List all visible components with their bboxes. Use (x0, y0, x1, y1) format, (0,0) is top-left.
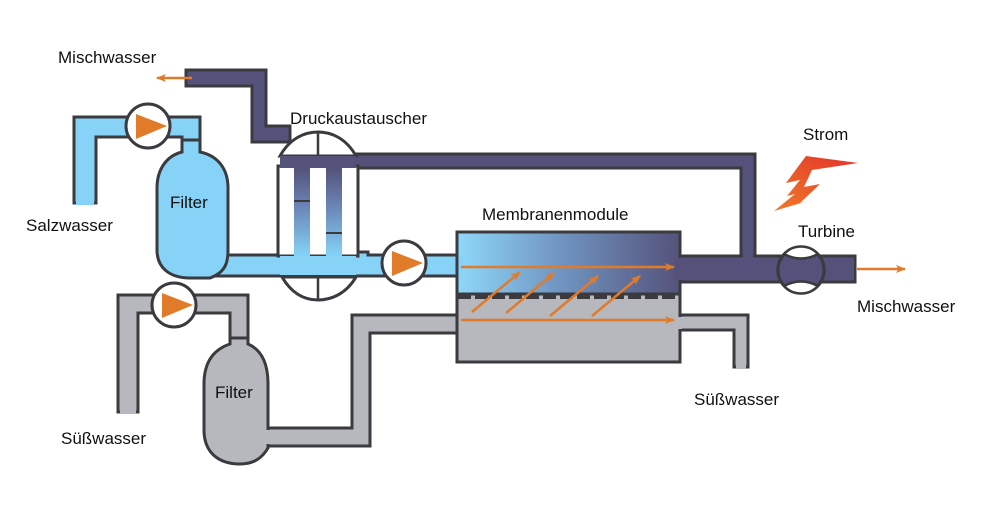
mixed-water-outlet-pipe (184, 68, 292, 144)
osmosis-arrow-1 (471, 271, 521, 313)
exchanger-tube-2 (326, 168, 342, 256)
label-salzwasser: Salzwasser (26, 216, 113, 235)
pressure-exchanger (276, 130, 360, 302)
label-mischwasser-outlet-top: Mischwasser (58, 48, 157, 67)
filter-fresh: Filter (202, 336, 272, 466)
label-druckaustauscher: Druckaustauscher (290, 109, 427, 128)
filter-salt: Filter (155, 138, 230, 280)
fresh-water-pipes (116, 293, 750, 448)
filter-fresh-label: Filter (215, 383, 253, 402)
turbine (776, 245, 826, 295)
pump-triangle-icon (392, 251, 423, 276)
pump-high-pressure (380, 239, 428, 287)
filter-salt-label: Filter (170, 193, 208, 212)
osmosis-arrow-3 (549, 275, 599, 317)
pump-triangle-icon (136, 114, 167, 139)
fresh-water-feed-pipe (260, 313, 462, 448)
osmosis-arrow-2 (505, 272, 555, 314)
pump-fresh (150, 281, 198, 329)
membrane-module (455, 230, 682, 364)
membrane-salt-side (455, 230, 682, 296)
label-mischwasser-outlet-right: Mischwasser (857, 297, 956, 316)
label-membranenmodule: Membranenmodule (482, 205, 628, 224)
label-turbine: Turbine (798, 222, 855, 241)
label-strom: Strom (803, 125, 848, 144)
lightning-bolt-icon (774, 156, 858, 211)
pump-triangle-icon (162, 293, 193, 318)
label-suesswasser-inlet: Süßwasser (61, 429, 146, 448)
label-suesswasser-outlet: Süßwasser (694, 390, 779, 409)
exchanger-tube-1 (294, 168, 310, 256)
osmosis-arrow-4 (591, 275, 641, 317)
membrane-fresh-side (455, 292, 682, 364)
pump-salt (124, 102, 172, 150)
